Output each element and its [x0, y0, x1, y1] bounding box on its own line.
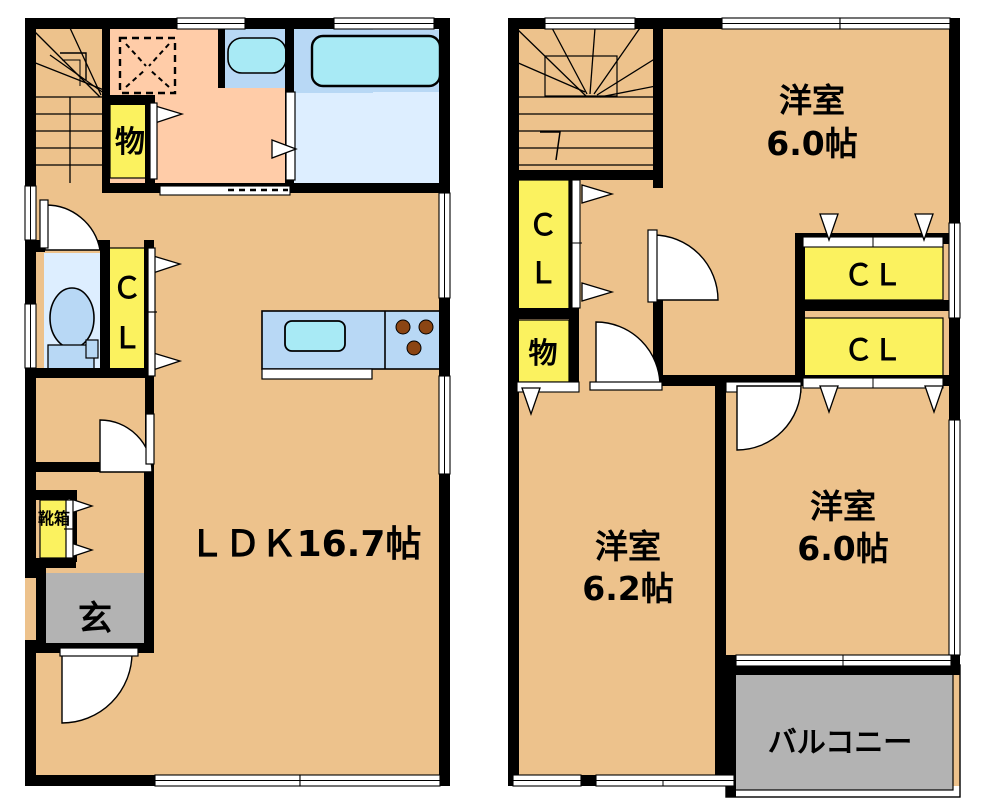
- ldk-label: ＬＤＫ16.7帖: [189, 524, 422, 565]
- washbasin-bowl: [227, 37, 287, 74]
- hall-ldk-door[interactable]: [99, 419, 153, 473]
- toilet-bowl: [49, 287, 95, 349]
- staircase-floor1: [32, 27, 109, 183]
- kitchen-base-cabinet: [261, 368, 373, 380]
- bedroom-bottom-left-label-size: 6.2帖: [582, 569, 673, 608]
- gas-burner-icon: [395, 319, 411, 335]
- floor1-windows: [24, 17, 451, 787]
- gas-burner-icon: [418, 319, 434, 335]
- gas-burner-icon: [406, 340, 422, 356]
- toilet-door-leaf: [39, 199, 49, 249]
- bedroom-bottom-right-label-name: 洋室: [810, 487, 876, 526]
- bedroom-bottom-left-door-frame: [589, 381, 663, 391]
- closet-cl-upper-label: ＣＬ: [844, 258, 902, 292]
- staircase-floor2: [515, 27, 662, 183]
- hall-ldk-door-leaf: [145, 413, 155, 465]
- bedroom-bottom-right-door[interactable]: [736, 385, 802, 451]
- floor-2-plan: 洋室 6.0帖 洋室 6.2帖 洋室 6.0帖 Ｃ Ｌ 物 ＣＬ ＣＬ バルコニ…: [508, 17, 961, 798]
- toilet-door[interactable]: [44, 204, 101, 251]
- bedroom-bottom-right-label-size: 6.0帖: [797, 529, 888, 568]
- sliding-door-arrow-icon: [581, 184, 615, 302]
- closet-cl-lower: [802, 317, 944, 379]
- balcony-tile: [732, 671, 954, 791]
- closet-door-arrow-icon: [521, 213, 944, 416]
- entrance-door-frame: [59, 647, 139, 657]
- floor-1-plan: ＬＤＫ16.7帖 玄 靴箱 物 Ｃ Ｌ: [24, 17, 451, 787]
- closet-hall-cl-label-l: Ｌ: [528, 256, 557, 290]
- floor2-doors: [521, 179, 944, 451]
- closet-hall-cl-label-c: Ｃ: [528, 208, 557, 242]
- closet-hall-mono-label: 物: [528, 336, 557, 370]
- closet-door-leaf[interactable]: [571, 179, 581, 309]
- floor1-doors: [39, 91, 298, 724]
- bedroom-bottom-left-label-name: 洋室: [595, 527, 661, 566]
- ceiling-access-hatch-icon: [118, 36, 177, 95]
- entrance-door[interactable]: [61, 652, 133, 724]
- bathtub: [310, 34, 442, 88]
- hall-closet-label-c: Ｃ: [112, 271, 141, 305]
- washroom-sliding-door[interactable]: [285, 91, 296, 181]
- hall-closet-cl: [105, 247, 151, 377]
- bedroom-top-right-door[interactable]: [652, 234, 719, 301]
- storage-closet-label: 物: [115, 125, 145, 160]
- bedroom-top-right-label-size: 6.0帖: [766, 124, 857, 163]
- bedroom-top-right-door-leaf: [647, 229, 658, 303]
- bedroom-bottom-left-door[interactable]: [595, 321, 661, 387]
- genkan-label: 玄: [78, 599, 112, 639]
- bedroom-top-right-label-name: 洋室: [779, 81, 845, 120]
- closet-hall-cl: [516, 179, 570, 311]
- closet-door-panel[interactable]: [516, 381, 580, 393]
- balcony-label: バルコニー: [768, 725, 912, 759]
- stairs-floor2-fill: [516, 28, 661, 183]
- hall-closet-label-l: Ｌ: [112, 321, 141, 355]
- closet-cl-lower-label: ＣＬ: [844, 333, 902, 367]
- closet-hall-mono: [516, 319, 570, 383]
- shoe-box-label-line1: 靴箱: [38, 509, 70, 528]
- toilet-paper-holder: [85, 339, 99, 359]
- genkan-tile: [40, 573, 148, 648]
- kitchen-sink: [284, 320, 346, 352]
- closet-door-leaf[interactable]: [149, 102, 158, 180]
